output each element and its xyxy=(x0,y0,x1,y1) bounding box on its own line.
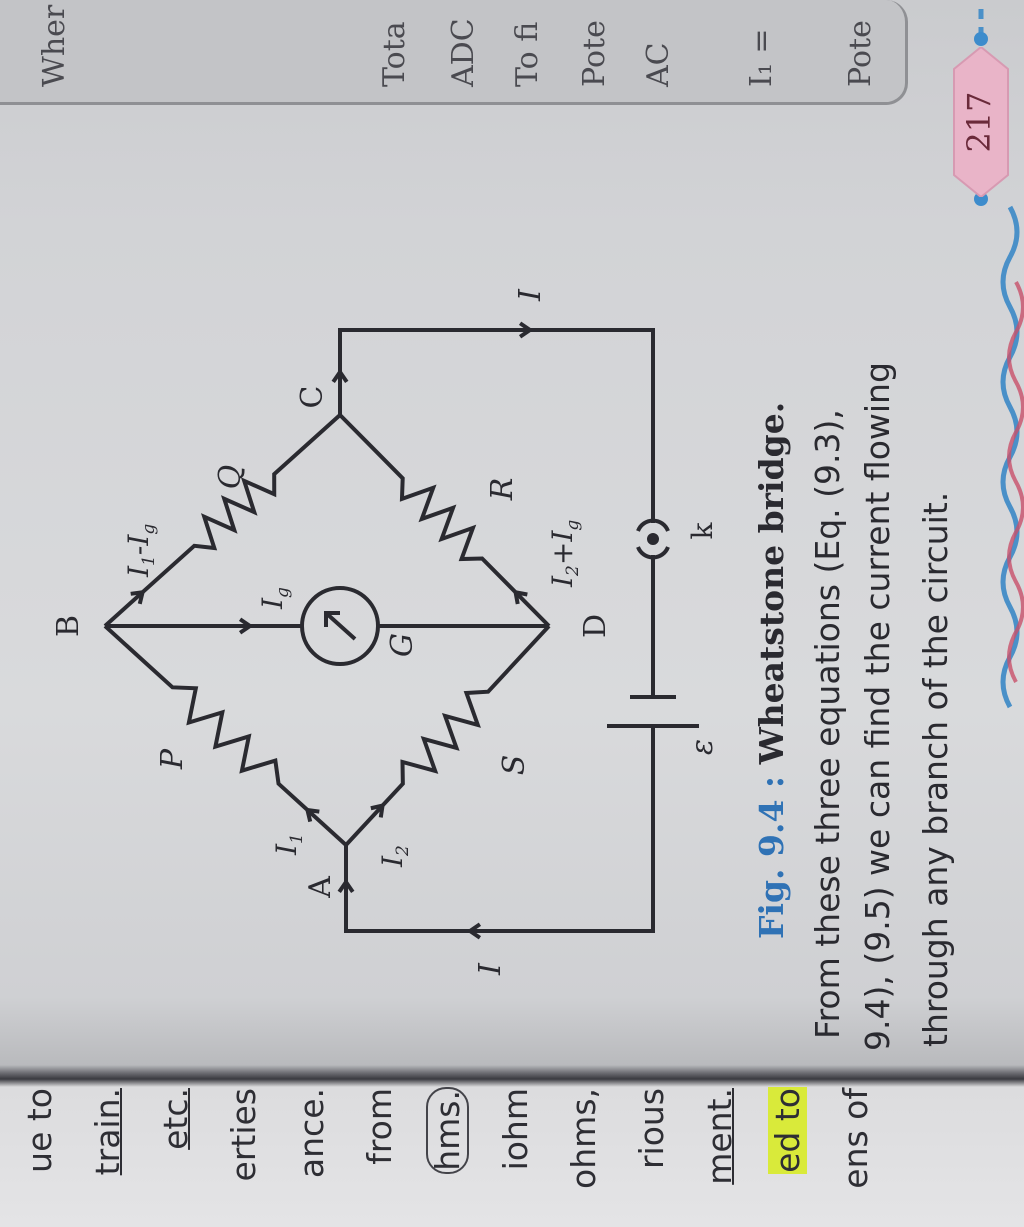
resistor-label-s: S xyxy=(497,755,532,776)
figure-title: Wheatstone bridge. xyxy=(752,401,791,765)
arrow-i2 xyxy=(370,802,385,818)
resistor-label-q: Q xyxy=(213,465,248,490)
current-label-i1-minus-ig: I1-Ig xyxy=(122,524,159,578)
wire-a-battery xyxy=(344,726,655,933)
figure-caption: Fig. 9.4 : Wheatstone bridge. xyxy=(752,402,791,939)
arrow-out-c xyxy=(331,368,349,384)
resistor-label-r: R xyxy=(485,478,520,502)
emf-label: ε xyxy=(685,739,720,755)
current-label-ig: Ig xyxy=(256,587,293,610)
body-text-line: 9.4), (9.5) we can find the current flow… xyxy=(858,362,897,1051)
body-text-line: through any branch of the circuit. xyxy=(916,491,955,1047)
arrow-i2-plus-ig xyxy=(513,589,528,605)
arrow-i-out xyxy=(518,321,534,339)
ribbon-dot xyxy=(974,32,988,46)
ribbon-dot xyxy=(974,192,988,206)
current-label-i2-plus-ig: I2+Ig xyxy=(546,520,583,588)
arrow-i-in xyxy=(466,922,482,940)
page-number-badge: 217 xyxy=(952,47,1010,197)
page-number: 217 xyxy=(960,91,998,153)
resistor-s xyxy=(344,624,551,847)
key-dot xyxy=(647,533,659,545)
galvanometer-icon xyxy=(300,586,380,666)
resistor-q xyxy=(103,413,342,628)
resistor-r xyxy=(338,413,551,628)
arrow-i1 xyxy=(304,807,320,823)
galvanometer-needle-icon xyxy=(324,611,357,641)
node-label-d: D xyxy=(578,614,613,638)
current-label-i-out: I xyxy=(513,288,548,302)
ribbon-wave-red xyxy=(1007,281,1024,683)
arrow-into-a xyxy=(337,878,355,894)
body-text-line: From these three equations (Eq. (9.3), xyxy=(808,409,847,1039)
key-label: k xyxy=(686,521,719,539)
resistor-p xyxy=(103,624,348,847)
current-label-i1: I1 xyxy=(270,833,307,856)
arrow-ig xyxy=(238,617,254,635)
current-label-i-in: I xyxy=(473,962,508,976)
node-label-c: C xyxy=(295,386,330,409)
node-label-a: A xyxy=(303,876,338,899)
arrow-i1-minus-ig xyxy=(130,589,146,605)
galvanometer-label: G xyxy=(385,633,420,657)
resistor-label-p: P xyxy=(155,748,190,770)
current-label-i2: I2 xyxy=(376,845,413,868)
node-label-b: B xyxy=(51,615,86,637)
figure-number: Fig. 9.4 : xyxy=(752,775,791,939)
